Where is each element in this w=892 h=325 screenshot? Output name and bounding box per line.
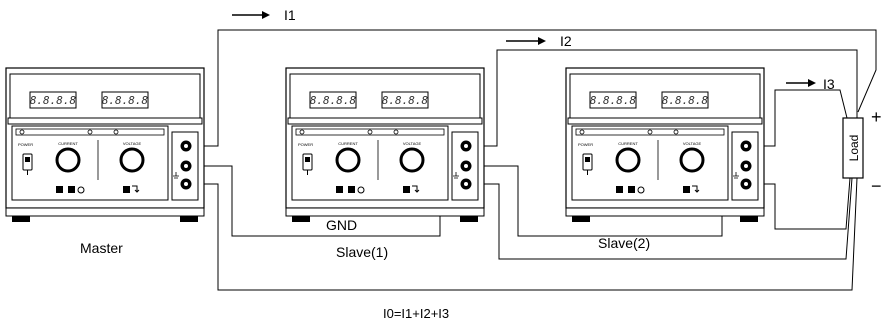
control-panel bbox=[291, 125, 449, 201]
indicator-led-icon bbox=[19, 129, 25, 135]
voltage-display bbox=[661, 91, 709, 109]
wire-i3 bbox=[754, 89, 849, 147]
current-display bbox=[29, 91, 77, 109]
mode-button[interactable] bbox=[616, 186, 623, 193]
load-minus-label: − bbox=[871, 176, 882, 196]
indicator-led-icon bbox=[393, 129, 399, 135]
unit-name-master: Master bbox=[80, 240, 123, 256]
voltage-readout: 8.8.8.8 bbox=[382, 94, 429, 107]
output-arrow-icon bbox=[412, 185, 420, 193]
label-i2: I2 bbox=[560, 33, 572, 49]
power-switch-icon bbox=[25, 157, 30, 162]
current-equation: I0=I1+I2+I3 bbox=[383, 306, 449, 321]
wire-i1 bbox=[196, 29, 877, 147]
cabinet-base bbox=[565, 207, 765, 217]
current-readout: 8.8.8.8 bbox=[590, 94, 637, 107]
mode-indicator-icon bbox=[637, 186, 645, 194]
current-display bbox=[589, 91, 637, 109]
control-panel bbox=[571, 125, 729, 201]
current-knob[interactable] bbox=[55, 147, 81, 173]
unit-name-slave1: Slave(1) bbox=[336, 244, 388, 260]
foot bbox=[180, 216, 198, 222]
cabinet-base bbox=[285, 207, 485, 217]
output-arrow-icon bbox=[692, 185, 700, 193]
indicator-led-icon bbox=[579, 129, 585, 135]
current-knob[interactable] bbox=[615, 147, 641, 173]
current-arrows bbox=[232, 11, 816, 87]
label-i3: I3 bbox=[823, 76, 835, 92]
current-label: CURRENT bbox=[338, 141, 358, 146]
arrow-i3-icon bbox=[808, 79, 816, 87]
voltage-readout: 8.8.8.8 bbox=[102, 94, 149, 107]
load-plus-label: + bbox=[871, 107, 882, 127]
ground-icon bbox=[733, 172, 739, 179]
indicator-led-icon bbox=[367, 129, 373, 135]
voltage-knob[interactable] bbox=[119, 147, 145, 173]
load-box bbox=[842, 117, 864, 179]
arrow-i2-icon bbox=[538, 37, 546, 45]
output-arrow-icon bbox=[132, 185, 140, 193]
wire-slave1-negative bbox=[474, 177, 853, 260]
arrow-i1-icon bbox=[262, 11, 270, 19]
power-label: POWER bbox=[18, 142, 33, 147]
voltage-label: VOLTAGE bbox=[403, 141, 422, 146]
load: Load + − bbox=[842, 107, 882, 196]
output-button[interactable] bbox=[683, 186, 690, 193]
wire-master-negative bbox=[196, 177, 858, 291]
voltage-knob[interactable] bbox=[399, 147, 425, 173]
output-button[interactable] bbox=[123, 186, 130, 193]
mode-indicator-icon bbox=[77, 186, 85, 194]
voltage-label: VOLTAGE bbox=[123, 141, 142, 146]
ground-icon bbox=[453, 172, 459, 179]
power-switch-icon bbox=[305, 157, 310, 162]
indicator-led-icon bbox=[113, 129, 119, 135]
output-button[interactable] bbox=[403, 186, 410, 193]
mode-button[interactable] bbox=[628, 186, 635, 193]
voltage-readout: 8.8.8.8 bbox=[662, 94, 709, 107]
power-label: POWER bbox=[578, 142, 593, 147]
current-knob[interactable] bbox=[335, 147, 361, 173]
load-label: Load bbox=[847, 135, 861, 162]
mode-button[interactable] bbox=[348, 186, 355, 193]
mode-indicator-icon bbox=[357, 186, 365, 194]
mode-button[interactable] bbox=[56, 186, 63, 193]
indicator-led-icon bbox=[647, 129, 653, 135]
foot bbox=[572, 216, 590, 222]
indicator-led-icon bbox=[87, 129, 93, 135]
wiring bbox=[196, 29, 877, 291]
wire-i2 bbox=[474, 49, 858, 147]
foot bbox=[292, 216, 310, 222]
current-label: CURRENT bbox=[58, 141, 78, 146]
unit-name-slave2: Slave(2) bbox=[598, 235, 650, 251]
mode-button[interactable] bbox=[68, 186, 75, 193]
power-switch-icon bbox=[585, 157, 590, 162]
foot bbox=[740, 216, 758, 222]
foot bbox=[12, 216, 30, 222]
cabinet-base bbox=[5, 207, 205, 217]
current-readout: 8.8.8.8 bbox=[310, 94, 357, 107]
voltage-display bbox=[101, 91, 149, 109]
foot bbox=[460, 216, 478, 222]
indicator-led-icon bbox=[299, 129, 305, 135]
current-label: CURRENT bbox=[618, 141, 638, 146]
control-panel bbox=[11, 125, 169, 201]
mode-button[interactable] bbox=[336, 186, 343, 193]
ground-icon bbox=[173, 172, 179, 179]
label-i1: I1 bbox=[284, 7, 296, 23]
current-readout: 8.8.8.8 bbox=[30, 94, 77, 107]
voltage-knob[interactable] bbox=[679, 147, 705, 173]
power-label: POWER bbox=[298, 142, 313, 147]
voltage-display bbox=[381, 91, 429, 109]
indicator-led-icon bbox=[673, 129, 679, 135]
wire-slave2-negative bbox=[754, 177, 851, 230]
current-display bbox=[309, 91, 357, 109]
voltage-label: VOLTAGE bbox=[683, 141, 702, 146]
gnd-label: GND bbox=[326, 217, 357, 233]
